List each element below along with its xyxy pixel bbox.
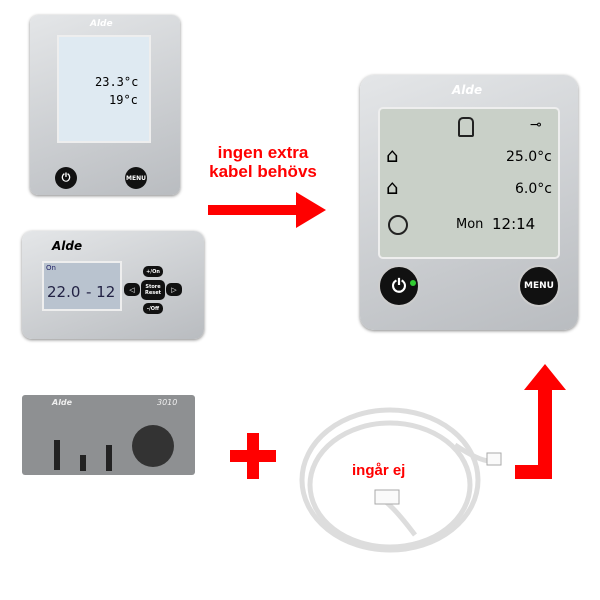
remote-screen: On 22.0 - 12 xyxy=(42,261,122,311)
indoor-temp: 23.3°c xyxy=(95,75,139,89)
house-thermometer-icon: ⌂ xyxy=(386,143,399,167)
main-screen: ⊸ ⌂ 25.0°c ⌂ 6.0°c Mon 12:14 xyxy=(378,107,560,259)
status-led xyxy=(410,280,416,286)
gas-bottle-icon xyxy=(458,117,474,137)
switch[interactable] xyxy=(106,445,112,471)
brand-logo: Alde xyxy=(452,83,483,97)
temperature-knob[interactable] xyxy=(132,425,174,467)
menu-button[interactable]: MENU xyxy=(518,265,560,307)
day: Mon xyxy=(456,217,484,232)
outdoor-temp: 6.0°c xyxy=(515,181,552,197)
plus-icon xyxy=(230,433,276,479)
time: 12:14 xyxy=(492,215,536,233)
on-button[interactable]: +/On xyxy=(143,266,163,277)
switch[interactable] xyxy=(80,455,86,471)
arrow-up-icon xyxy=(515,364,566,479)
store-reset-button[interactable]: Store Reset xyxy=(141,280,165,300)
excluded-label: ingår ej xyxy=(352,462,406,479)
brand-logo: Alde xyxy=(90,19,113,29)
menu-button[interactable]: MENU xyxy=(125,167,147,189)
switch[interactable] xyxy=(54,440,60,470)
plug-icon: ⊸ xyxy=(530,117,542,133)
control-panel-3010: Alde 3010 xyxy=(22,395,195,475)
off-button[interactable]: -/Off xyxy=(143,303,163,314)
small-screen: 23.3°c 19°c xyxy=(57,35,151,143)
clock-icon xyxy=(388,215,408,235)
outdoor-temp: 19°c xyxy=(109,93,138,107)
power-button[interactable]: ⏻ xyxy=(378,265,420,307)
house-thermometer-icon: ⌂ xyxy=(386,175,399,199)
right-button[interactable]: ▷ xyxy=(166,283,182,296)
small-control-panel: Alde 23.3°c 19°c ⏻ MENU xyxy=(30,15,180,195)
cable-icon xyxy=(299,407,502,553)
remote-control: Alde On 22.0 - 12 +/On Store Reset -/Off… xyxy=(22,231,204,339)
brand-logo: Alde xyxy=(52,239,83,253)
main-control-panel: Alde ⊸ ⌂ 25.0°c ⌂ 6.0°c Mon 12:14 ⏻ MENU xyxy=(360,75,578,330)
arrow-right-icon xyxy=(208,192,326,228)
power-icon: ⏻ xyxy=(61,171,71,184)
indoor-temp: 25.0°c xyxy=(506,149,552,165)
power-button[interactable]: ⏻ xyxy=(55,167,77,189)
left-button[interactable]: ◁ xyxy=(124,283,140,296)
power-icon: ⏻ xyxy=(391,275,407,297)
